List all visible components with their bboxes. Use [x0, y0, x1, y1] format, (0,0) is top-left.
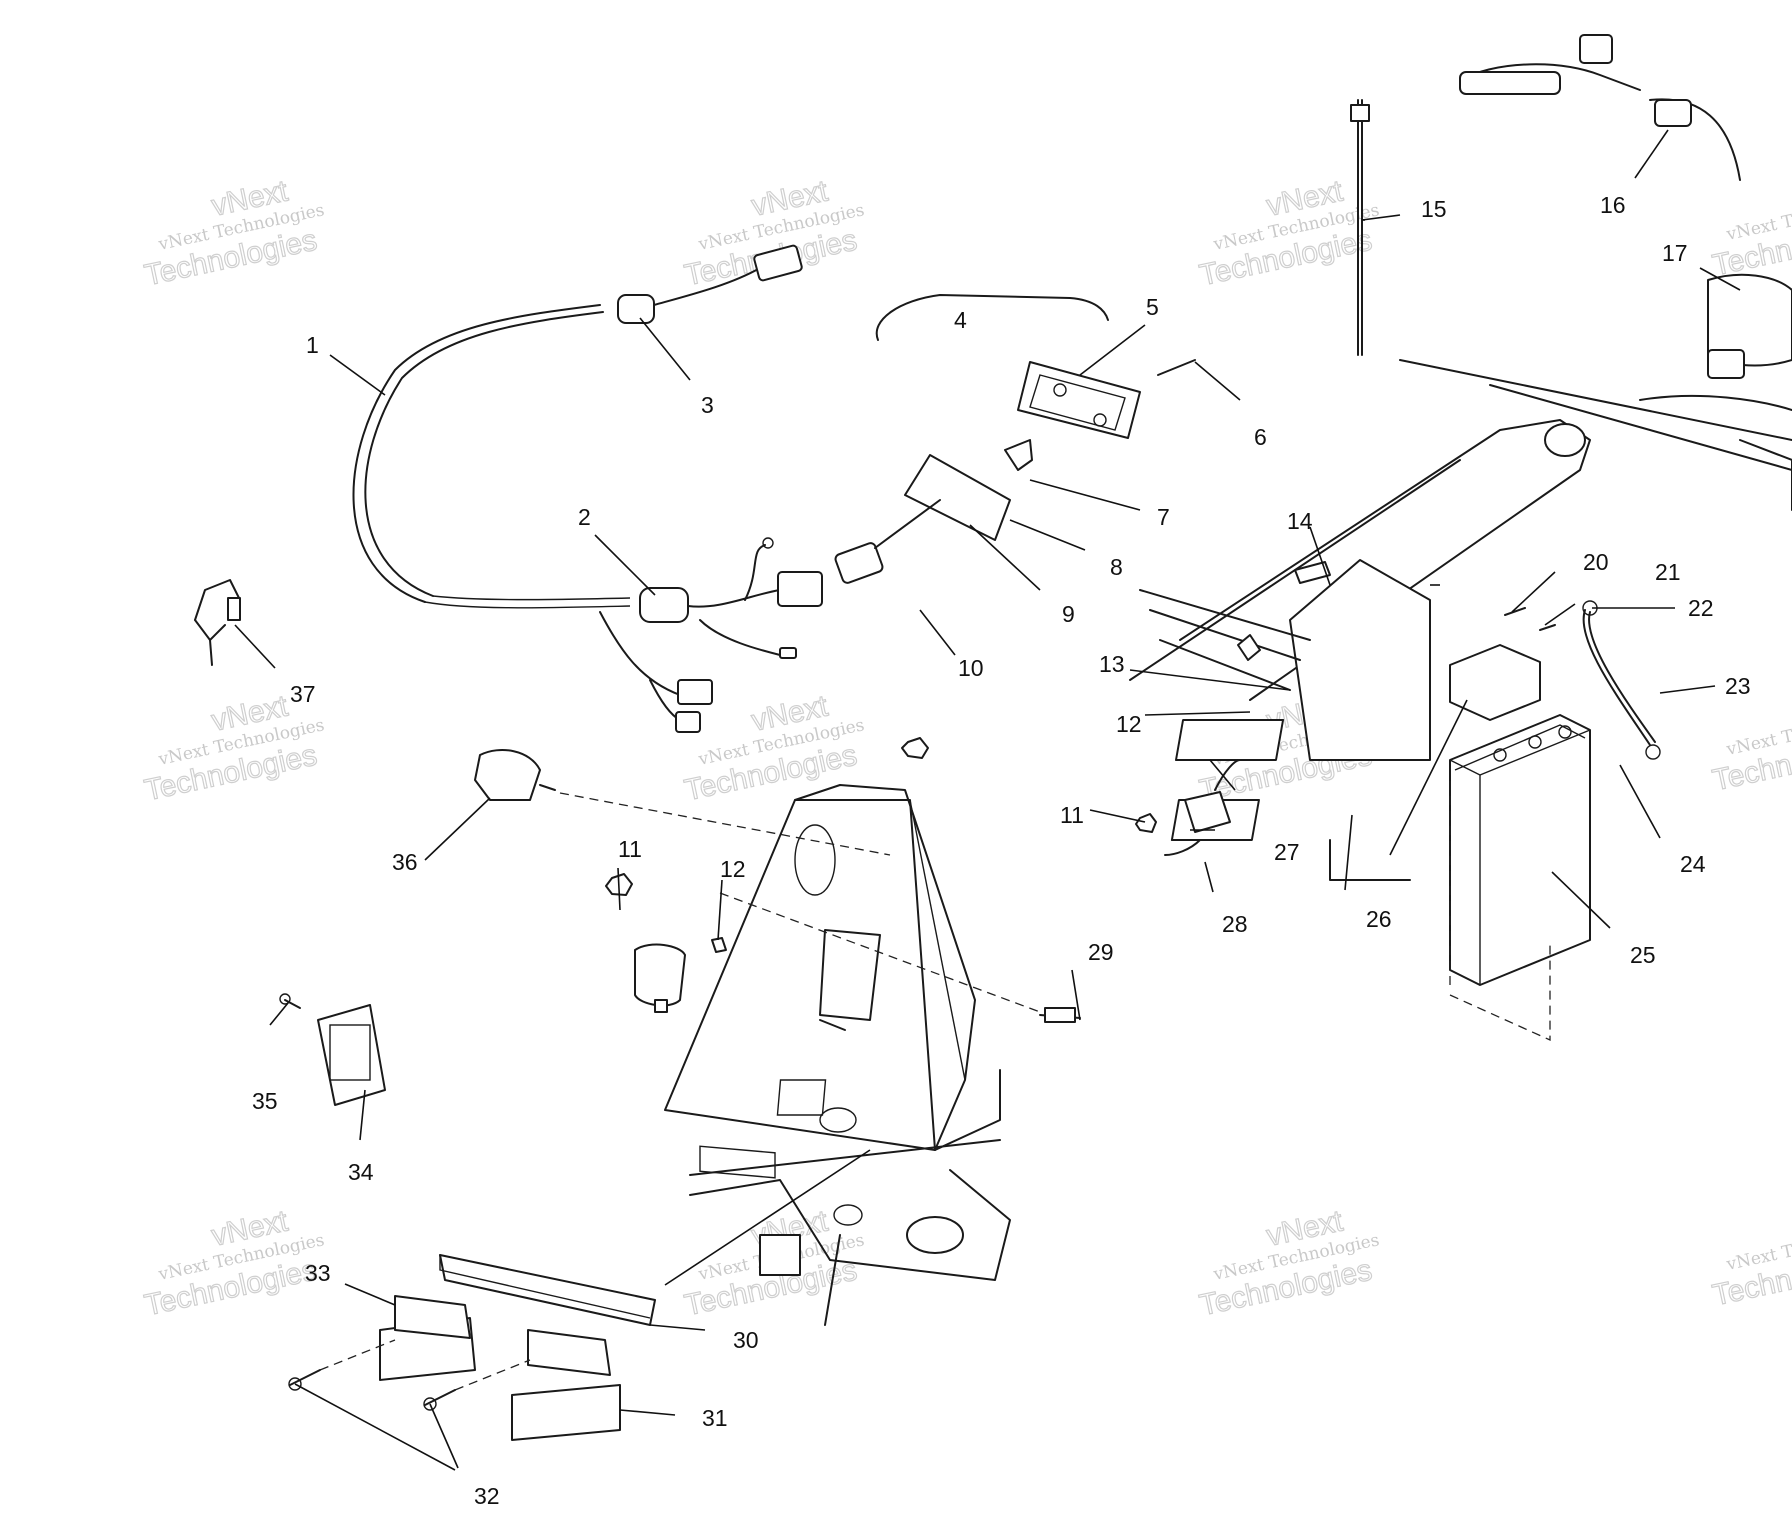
callout-34: 34: [348, 1159, 374, 1185]
callout-9: 9: [1062, 601, 1075, 627]
callout-11-left: 11: [618, 836, 642, 862]
callout-16: 16: [1600, 192, 1626, 218]
callout-1: 1: [306, 332, 319, 358]
watermark: vNext vNext Technologies Technologies: [1196, 1204, 1381, 1323]
callout-12: 12: [1116, 711, 1142, 737]
wiring-harness-drawing: [352, 244, 823, 733]
bottom-parts-drawing: [194, 579, 621, 1441]
callout-15: 15: [1421, 196, 1447, 222]
callout-24: 24: [1680, 851, 1706, 877]
callout-2: 2: [578, 504, 591, 530]
callout-33: 33: [305, 1260, 331, 1286]
callout-36: 36: [392, 849, 418, 875]
callout-10: 10: [958, 655, 984, 681]
callout-17: 17: [1662, 240, 1688, 266]
tail-light-drawing: [834, 294, 1196, 759]
callout-labels: 1 2 3 4 5 6 7 8 9 10 11 12 13 14 15 16 1…: [252, 192, 1751, 1509]
callout-11: 11: [1060, 802, 1084, 828]
callout-7: 7: [1157, 504, 1170, 530]
leader-lines: [234, 129, 1741, 1471]
handlebar-controls-drawing: [1350, 34, 1792, 379]
callout-20: 20: [1583, 549, 1609, 575]
watermark: vNext vNext Technologies Technologies: [141, 1204, 326, 1323]
frame-drawing: [1129, 359, 1792, 881]
callout-5: 5: [1146, 294, 1159, 320]
callout-4: 4: [954, 307, 967, 333]
mounting-panel-drawing: [439, 749, 1081, 1326]
callout-25: 25: [1630, 942, 1656, 968]
callout-3: 3: [701, 392, 714, 418]
callout-22: 22: [1688, 595, 1714, 621]
watermark: vNext Technologies Technologies: [1709, 190, 1792, 283]
callout-30: 30: [733, 1327, 759, 1353]
callout-28: 28: [1222, 911, 1248, 937]
watermark: vNext Technologies Technologies: [1709, 1220, 1792, 1313]
callout-37: 37: [290, 681, 316, 707]
callout-35: 35: [252, 1088, 278, 1114]
relay-drawing: [1135, 759, 1241, 856]
callout-31: 31: [702, 1405, 728, 1431]
watermark: vNext Technologies Technologies: [1709, 705, 1792, 798]
callout-21: 21: [1655, 559, 1681, 585]
callout-13: 13: [1099, 651, 1125, 677]
battery-drawing: [1449, 600, 1661, 1042]
callout-14: 14: [1287, 508, 1313, 534]
callout-32: 32: [474, 1483, 500, 1509]
callout-6: 6: [1254, 424, 1267, 450]
watermark: vNext vNext Technologies Technologies: [141, 174, 326, 293]
callout-23: 23: [1725, 673, 1751, 699]
callout-12-left: 12: [720, 856, 746, 882]
callout-29: 29: [1088, 939, 1114, 965]
callout-27: 27: [1274, 839, 1300, 865]
callout-8: 8: [1110, 554, 1123, 580]
callout-26: 26: [1366, 906, 1392, 932]
